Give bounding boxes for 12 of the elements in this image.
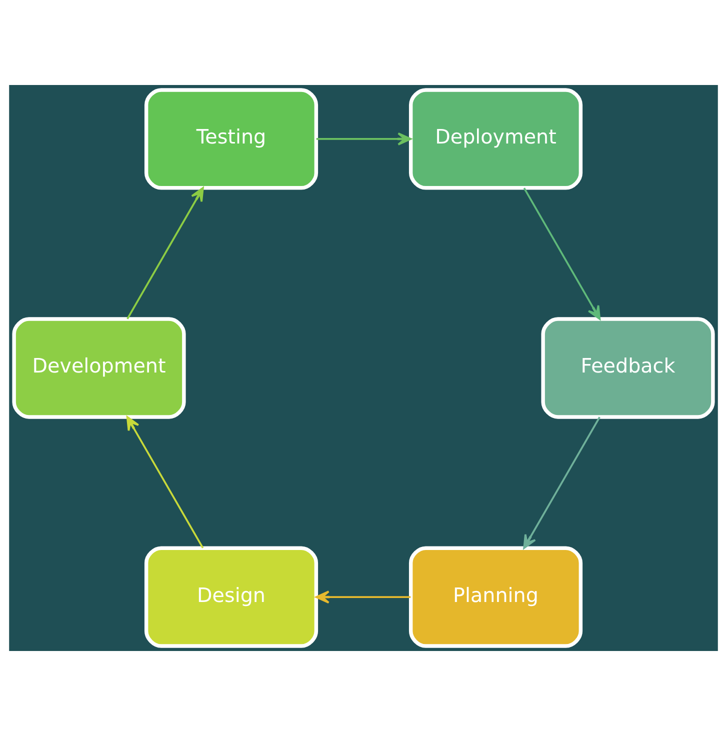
arrow: [522, 188, 600, 320]
node-box: Design: [144, 546, 318, 648]
node-box: Development: [12, 317, 186, 419]
arrow: [126, 187, 204, 320]
arrow: [316, 132, 412, 146]
arrow: [126, 416, 204, 548]
arrow: [522, 416, 600, 549]
node-box: Feedback: [540, 317, 714, 419]
node-box: Planning: [408, 546, 582, 648]
arrow: [314, 590, 410, 604]
node-box: Deployment: [408, 88, 582, 190]
node-box: Testing: [144, 88, 318, 190]
